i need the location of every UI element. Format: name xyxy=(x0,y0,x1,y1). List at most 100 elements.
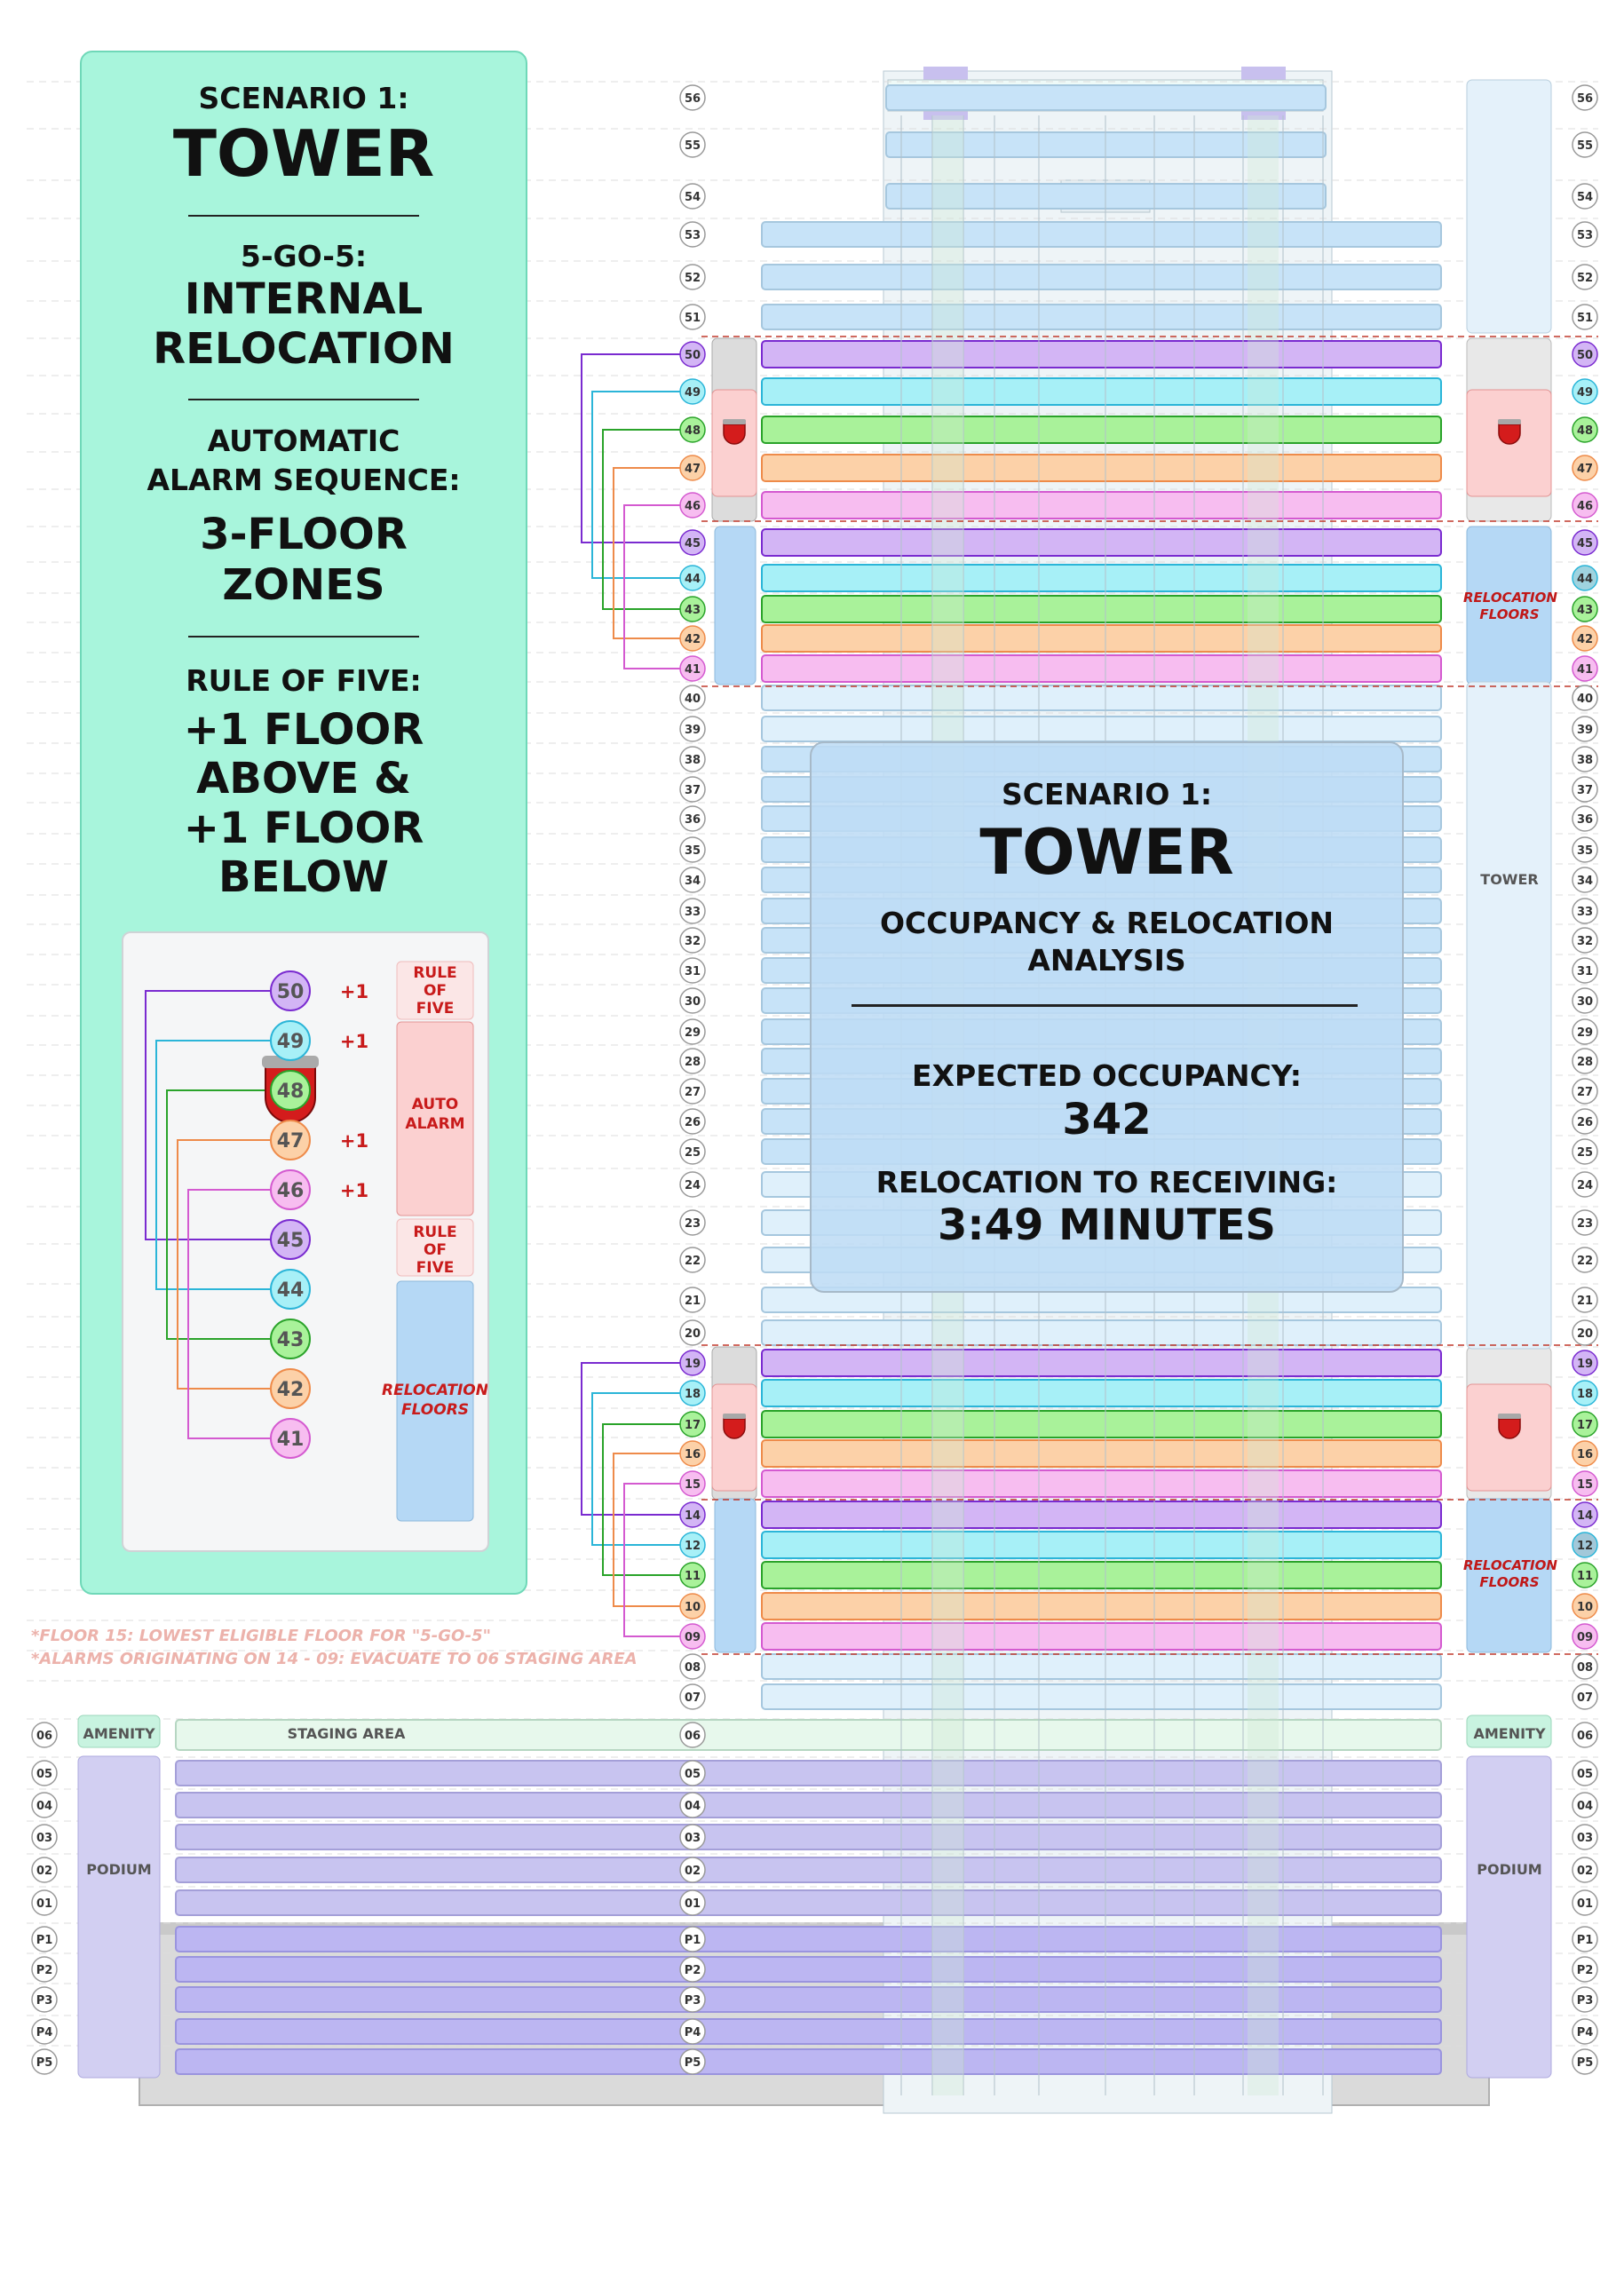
floor-marker-51 xyxy=(1572,304,1598,330)
floor-number-15: 15 xyxy=(685,1478,701,1492)
podium-number-P4: P4 xyxy=(36,2026,53,2039)
lower-connector xyxy=(581,1362,682,1516)
floor-marker-49 xyxy=(1572,378,1598,405)
floor-marker-39 xyxy=(679,716,706,742)
floor-marker-P1 xyxy=(1572,1926,1598,1952)
lower-zone-left-alarm-cap xyxy=(723,1414,746,1419)
floor-number-46: 46 xyxy=(1577,500,1593,513)
floor-number-56: 56 xyxy=(1577,92,1593,106)
floor-number-P5: P5 xyxy=(685,2056,701,2070)
floor-number-34: 34 xyxy=(685,875,701,888)
floor-number-10: 10 xyxy=(1577,1601,1593,1614)
podium-number-P3: P3 xyxy=(36,1994,53,2008)
floor-marker-05 xyxy=(1572,1760,1598,1786)
floor-marker-07 xyxy=(1572,1683,1598,1710)
legend-rule-of-five-text: OF xyxy=(424,1241,447,1259)
legend-connector xyxy=(177,1139,274,1390)
floor-number-P5: P5 xyxy=(1577,2056,1594,2070)
floor-marker-P3 xyxy=(679,1986,706,2013)
floor-marker-43 xyxy=(679,596,706,622)
floor-number-08: 08 xyxy=(1577,1661,1593,1675)
floor-marker-31 xyxy=(1572,957,1598,984)
floor-marker-22 xyxy=(679,1247,706,1273)
floor-number-42: 42 xyxy=(1577,633,1593,646)
legend-relocation-text: RELOCATION xyxy=(382,1382,487,1399)
floor-band-14 xyxy=(761,1501,1442,1529)
floor-number-35: 35 xyxy=(685,844,701,858)
floor-marker-17 xyxy=(679,1411,706,1437)
podium-label-right: PODIUM xyxy=(1477,1861,1542,1878)
floor-marker-46 xyxy=(1572,492,1598,519)
legend-rule-box-top xyxy=(396,961,474,1020)
floor-number-43: 43 xyxy=(1577,604,1593,617)
floor-marker-34 xyxy=(1572,867,1598,893)
floor-number-41: 41 xyxy=(685,663,701,677)
floor-number-35: 35 xyxy=(1577,844,1593,858)
floor-band-07 xyxy=(761,1683,1442,1710)
subtitle-line-1: OCCUPANCY & RELOCATION xyxy=(880,906,1334,940)
lower-connector xyxy=(623,1483,682,1637)
floor-marker-04 xyxy=(679,1792,706,1818)
floor-band-09 xyxy=(761,1622,1442,1651)
floor-band-P5 xyxy=(175,2048,1442,2075)
floor-number-P3: P3 xyxy=(1577,1994,1594,2008)
occupancy-analysis-panel: SCENARIO 1: TOWER OCCUPANCY & RELOCATION… xyxy=(810,741,1404,1293)
floor-marker-29 xyxy=(1572,1018,1598,1045)
floor-marker-P2 xyxy=(679,1956,706,1983)
floor-number-15: 15 xyxy=(1577,1478,1593,1492)
floor-number-11: 11 xyxy=(685,1570,701,1583)
legend-plus-one: +1 xyxy=(340,1130,368,1152)
floor-number-25: 25 xyxy=(685,1146,701,1160)
floor-number-11: 11 xyxy=(1577,1570,1593,1583)
floor-marker-54 xyxy=(1572,183,1598,210)
floor-marker-18 xyxy=(679,1380,706,1406)
floor-marker-23 xyxy=(679,1209,706,1236)
floor-number-36: 36 xyxy=(1577,813,1593,827)
floor-marker-22 xyxy=(1572,1247,1598,1273)
legend-diagram: 50494847464544434241+1+1+1+1RULEOFFIVEAU… xyxy=(145,961,487,1522)
floor-marker-25 xyxy=(1572,1138,1598,1165)
floor-band-40 xyxy=(761,685,1442,711)
floor-number-50: 50 xyxy=(1577,349,1593,362)
floor-marker-35 xyxy=(679,836,706,863)
floor-band-06 xyxy=(175,1719,1442,1751)
floor-number-48: 48 xyxy=(1577,424,1593,438)
floor-number-04: 04 xyxy=(1577,1800,1593,1813)
floor-number-30: 30 xyxy=(685,995,701,1009)
floor-marker-39 xyxy=(1572,716,1598,742)
floor-marker-53 xyxy=(1572,221,1598,248)
floor-band-P1 xyxy=(175,1926,1442,1952)
floor-marker-37 xyxy=(1572,776,1598,803)
floor-number-32: 32 xyxy=(1577,935,1593,948)
floor-marker-42 xyxy=(1572,625,1598,652)
floor-marker-42 xyxy=(679,625,706,652)
occupancy-label: EXPECTED OCCUPANCY: xyxy=(912,1058,1302,1093)
floor-number-05: 05 xyxy=(685,1768,701,1781)
floor-marker-19 xyxy=(679,1350,706,1376)
podium-marker-02 xyxy=(31,1857,58,1883)
floor-marker-15 xyxy=(1572,1470,1598,1497)
floor-number-27: 27 xyxy=(685,1086,701,1099)
floor-marker-02 xyxy=(679,1857,706,1883)
floor-marker-56 xyxy=(679,84,706,111)
floor-number-23: 23 xyxy=(1577,1217,1593,1231)
scenario-name: TOWER xyxy=(172,116,435,191)
lower-relocation-box-right xyxy=(1466,1498,1552,1653)
upper-connector xyxy=(613,467,682,639)
tower-top-right-box xyxy=(1466,79,1552,334)
legend-floor-marker-45 xyxy=(270,1219,311,1260)
floor-number-44: 44 xyxy=(1577,573,1593,586)
tower-label: TOWER xyxy=(1480,871,1539,888)
floor-number-32: 32 xyxy=(685,935,701,948)
floor-marker-33 xyxy=(1572,898,1598,924)
floor-marker-21 xyxy=(1572,1287,1598,1313)
floor-number-14: 14 xyxy=(685,1509,701,1523)
floor-marker-41 xyxy=(1572,655,1598,682)
floor-number-18: 18 xyxy=(1577,1388,1593,1401)
floor-number-03: 03 xyxy=(685,1832,701,1845)
floor-number-18: 18 xyxy=(685,1388,701,1401)
floor-marker-50 xyxy=(1572,341,1598,368)
podium-marker-03 xyxy=(31,1824,58,1850)
floor-number-38: 38 xyxy=(1577,754,1593,767)
floor-marker-36 xyxy=(679,805,706,832)
